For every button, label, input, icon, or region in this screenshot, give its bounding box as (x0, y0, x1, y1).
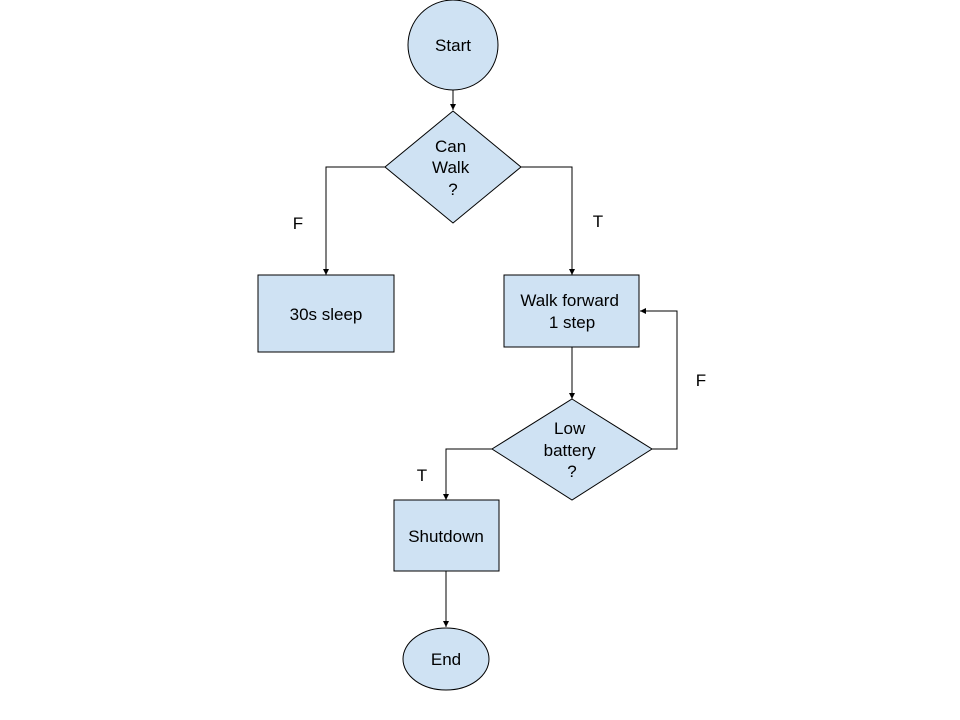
end-node-label: End (431, 650, 461, 669)
start-node-label: Start (435, 36, 471, 55)
edge-can-walk-true (520, 166, 575, 275)
low-battery-decision-label: Low battery ? (544, 419, 601, 481)
edge-label-can-walk-false: F (293, 214, 303, 233)
start-node: Start (407, 0, 499, 91)
shutdown-process: Shutdown (393, 499, 500, 572)
edge-label-low-battery-true: T (417, 466, 427, 485)
can-walk-decision: Can Walk ? (384, 110, 522, 224)
edge-label-can-walk-true: T (593, 212, 603, 231)
edge-low-battery-false (640, 308, 678, 450)
edge-can-walk-false (323, 166, 386, 275)
edge-low-battery-true (443, 448, 492, 500)
edge-label-low-battery-false: F (696, 371, 706, 390)
low-battery-decision: Low battery ? (491, 398, 653, 501)
walk-forward-process-label: Walk forward 1 step (520, 291, 623, 332)
end-node: End (402, 627, 490, 691)
sleep-process: 30s sleep (257, 274, 395, 353)
sleep-process-label: 30s sleep (290, 305, 363, 324)
walk-forward-process: Walk forward 1 step (503, 274, 640, 348)
shutdown-process-label: Shutdown (408, 527, 484, 546)
can-walk-decision-label: Can Walk ? (432, 137, 474, 199)
